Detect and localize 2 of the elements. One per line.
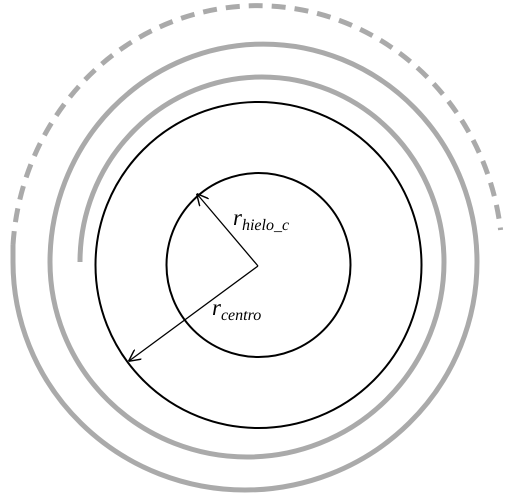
radius-label: r$_{centro}$ bbox=[212, 296, 262, 324]
radius-label: r$_{hielo_c}$ bbox=[233, 206, 290, 234]
